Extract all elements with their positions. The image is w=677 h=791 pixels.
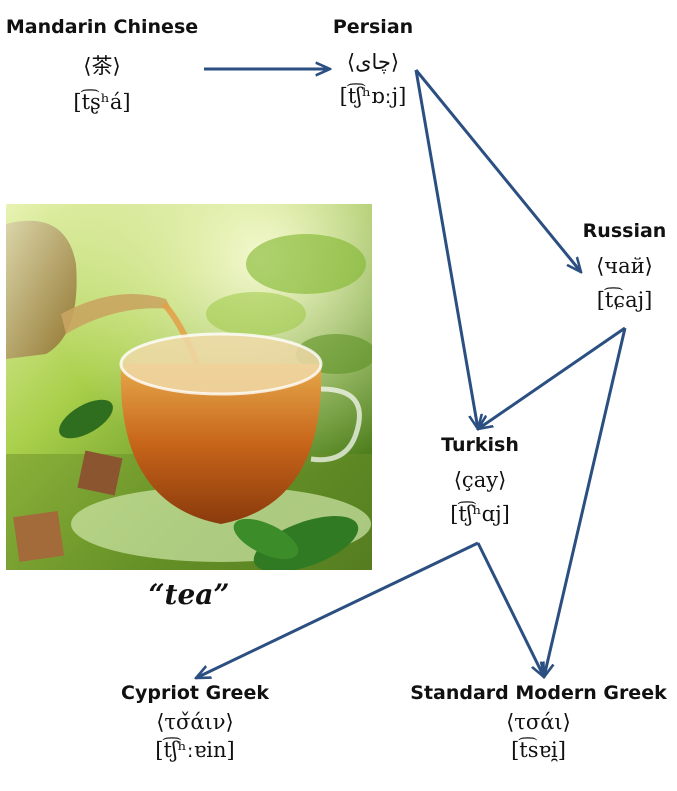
language-label: Cypriot Greek	[121, 682, 269, 704]
node-persian: Persian ⟨چای⟩ [t͡ʃʰɒːj]	[313, 16, 433, 108]
arrow-persian-to-russian	[414, 69, 581, 272]
node-standard-modern-greek: Standard Modern Greek ⟨τσάι⟩ [t͡sɐi̯]	[400, 682, 677, 762]
tea-cup-photo	[6, 204, 372, 570]
written-form: ⟨τσάι⟩	[506, 710, 571, 734]
arrow-russian-to-greek	[544, 327, 627, 677]
written-form: ⟨çay⟩	[453, 468, 507, 492]
ipa-transcription: [t͡ʃʰɑj]	[450, 502, 510, 526]
node-russian: Russian ⟨чай⟩ [t͡ɕaj]	[572, 220, 677, 312]
ipa-transcription: [t͡ʂʰá]	[73, 90, 131, 114]
arrow-turkish-to-greek	[476, 542, 544, 677]
written-form: ⟨τσ̌άιν⟩	[156, 710, 234, 734]
tea-caption: “tea”	[148, 578, 230, 611]
language-label: Russian	[582, 220, 667, 242]
written-form: ⟨чай⟩	[596, 254, 653, 278]
node-mandarin: Mandarin Chinese ⟨茶⟩ [t͡ʂʰá]	[2, 16, 202, 114]
written-form: ⟨چای⟩	[346, 50, 400, 74]
node-cypriot-greek: Cypriot Greek ⟨τσ̌άιν⟩ [t͡ʃʰːɐin]	[100, 682, 290, 762]
arrow-russian-to-turkish	[478, 326, 626, 429]
ipa-transcription: [t͡ɕaj]	[596, 288, 653, 312]
written-form: ⟨茶⟩	[83, 54, 121, 78]
arrow-persian-to-turkish	[414, 69, 478, 429]
language-label: Turkish	[441, 434, 519, 456]
node-turkish: Turkish ⟨çay⟩ [t͡ʃʰɑj]	[425, 434, 535, 526]
language-label: Standard Modern Greek	[410, 682, 667, 704]
language-label: Persian	[332, 16, 414, 38]
ipa-transcription: [t͡ʃʰɒːj]	[339, 84, 407, 108]
language-label: Mandarin Chinese	[5, 16, 199, 38]
ipa-transcription: [t͡sɐi̯]	[511, 738, 566, 762]
ipa-transcription: [t͡ʃʰːɐin]	[155, 738, 235, 762]
arrow-turkish-to-cypriot	[196, 541, 479, 678]
